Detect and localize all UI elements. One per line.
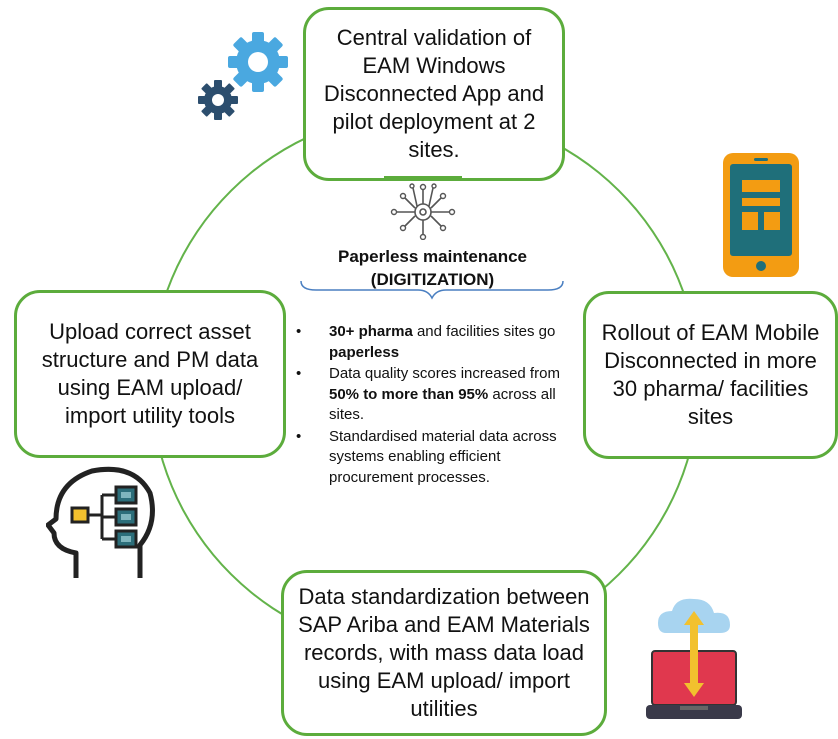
head-flowchart-icon xyxy=(46,466,155,578)
step-mobile-rollout-text: Rollout of EAM Mobile Disconnected in mo… xyxy=(601,320,820,429)
bullet-bold: paperless xyxy=(329,343,400,361)
step-data-standardization-text: Data standardization between SAP Ariba a… xyxy=(298,584,590,721)
bullet-item: • Data quality scores increased from 50%… xyxy=(296,364,586,426)
bullet-dot: • xyxy=(296,365,302,382)
bullet-bold: 30+ pharma xyxy=(329,323,413,340)
circuit-chip-icon xyxy=(390,183,456,240)
gears-icon xyxy=(198,32,288,120)
step-upload-asset-text: Upload correct asset structure and PM da… xyxy=(41,319,259,428)
step-central-validation-box: Central validation of EAM Windows Discon… xyxy=(303,7,565,181)
bullet-bold: 50% to more than 95% xyxy=(329,385,489,403)
step-central-validation-text: Central validation of EAM Windows Discon… xyxy=(323,25,545,162)
step-upload-asset-box: Upload correct asset structure and PM da… xyxy=(14,290,286,458)
center-title-line1: Paperless maintenance xyxy=(338,247,527,266)
connector-bar xyxy=(384,176,462,180)
center-title: Paperless maintenance (DIGITIZATION) xyxy=(300,245,565,291)
bullet-item: • 30+ pharma and facilities sites go pap… xyxy=(296,322,586,363)
results-bullet-list: • 30+ pharma and facilities sites go pap… xyxy=(296,322,586,489)
bullet-text: Standardised material data across system… xyxy=(329,427,557,486)
step-mobile-rollout-box: Rollout of EAM Mobile Disconnected in mo… xyxy=(583,291,838,459)
laptop-cloud-upload-icon xyxy=(646,598,742,719)
curly-brace xyxy=(300,280,564,300)
bullet-item: • Standardised material data across syst… xyxy=(296,427,586,489)
center-title-line2: (DIGITIZATION) xyxy=(370,270,495,289)
mobile-phone-icon xyxy=(723,153,799,277)
bullet-text: across all sites. xyxy=(329,385,556,424)
bullet-dot: • xyxy=(296,323,302,340)
bullet-text: and facilities sites go xyxy=(412,323,556,340)
bullet-dot: • xyxy=(296,427,302,445)
step-data-standardization-box: Data standardization between SAP Ariba a… xyxy=(281,570,607,736)
bullet-text: Data quality scores increased from xyxy=(329,365,560,382)
